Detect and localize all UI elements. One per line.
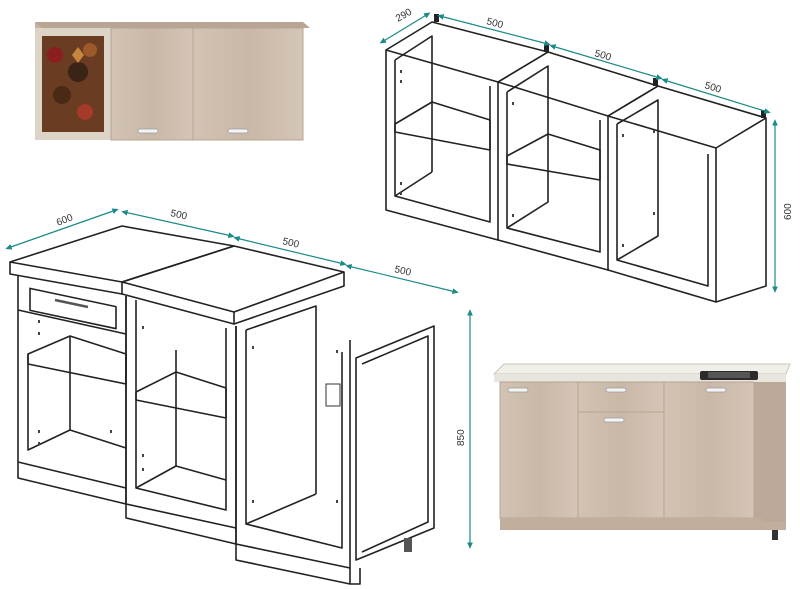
door-middle	[577, 411, 665, 519]
wall-door-middle	[110, 27, 194, 141]
handle	[227, 128, 249, 134]
plinth	[500, 518, 762, 530]
shelf-holes	[38, 320, 338, 503]
leg	[772, 530, 778, 540]
shelf-holes	[400, 70, 655, 247]
dim-width-1: 500	[169, 208, 188, 222]
floor-cabinets-drawing: 600 500 500 500 850	[5, 208, 473, 585]
dim-line	[5, 208, 119, 250]
dim-height: 850	[456, 429, 467, 446]
dim-width-3: 500	[393, 264, 412, 279]
open-door	[355, 325, 435, 561]
dim-line	[345, 264, 459, 294]
wall-cabinets-photo	[35, 22, 310, 141]
handle	[605, 387, 627, 393]
drawer-handle	[54, 298, 89, 309]
dim-line	[121, 209, 235, 239]
dim-width-3: 500	[703, 80, 723, 96]
door-right	[663, 381, 755, 519]
floor-cabinets-photo	[492, 363, 791, 540]
dim-depth: 600	[55, 212, 75, 229]
wall-door-right	[192, 27, 304, 141]
wall-cabinets-drawing: 290 500 500 500 600	[379, 7, 794, 303]
dim-line	[437, 14, 551, 46]
handle	[137, 128, 159, 134]
handle	[507, 387, 529, 393]
dim-line	[549, 44, 663, 80]
dim-depth: 290	[394, 7, 414, 25]
dim-line	[379, 12, 431, 44]
leg	[404, 538, 412, 552]
dim-width-2: 500	[593, 48, 612, 63]
dim-height: 600	[783, 203, 794, 220]
handle	[705, 387, 727, 393]
dim-line	[233, 236, 347, 266]
dim-width-1: 500	[485, 16, 504, 31]
drawer	[577, 381, 665, 413]
dim-line	[661, 78, 771, 114]
handle	[603, 417, 625, 423]
door-left	[499, 381, 579, 519]
dim-width-2: 500	[281, 236, 300, 251]
